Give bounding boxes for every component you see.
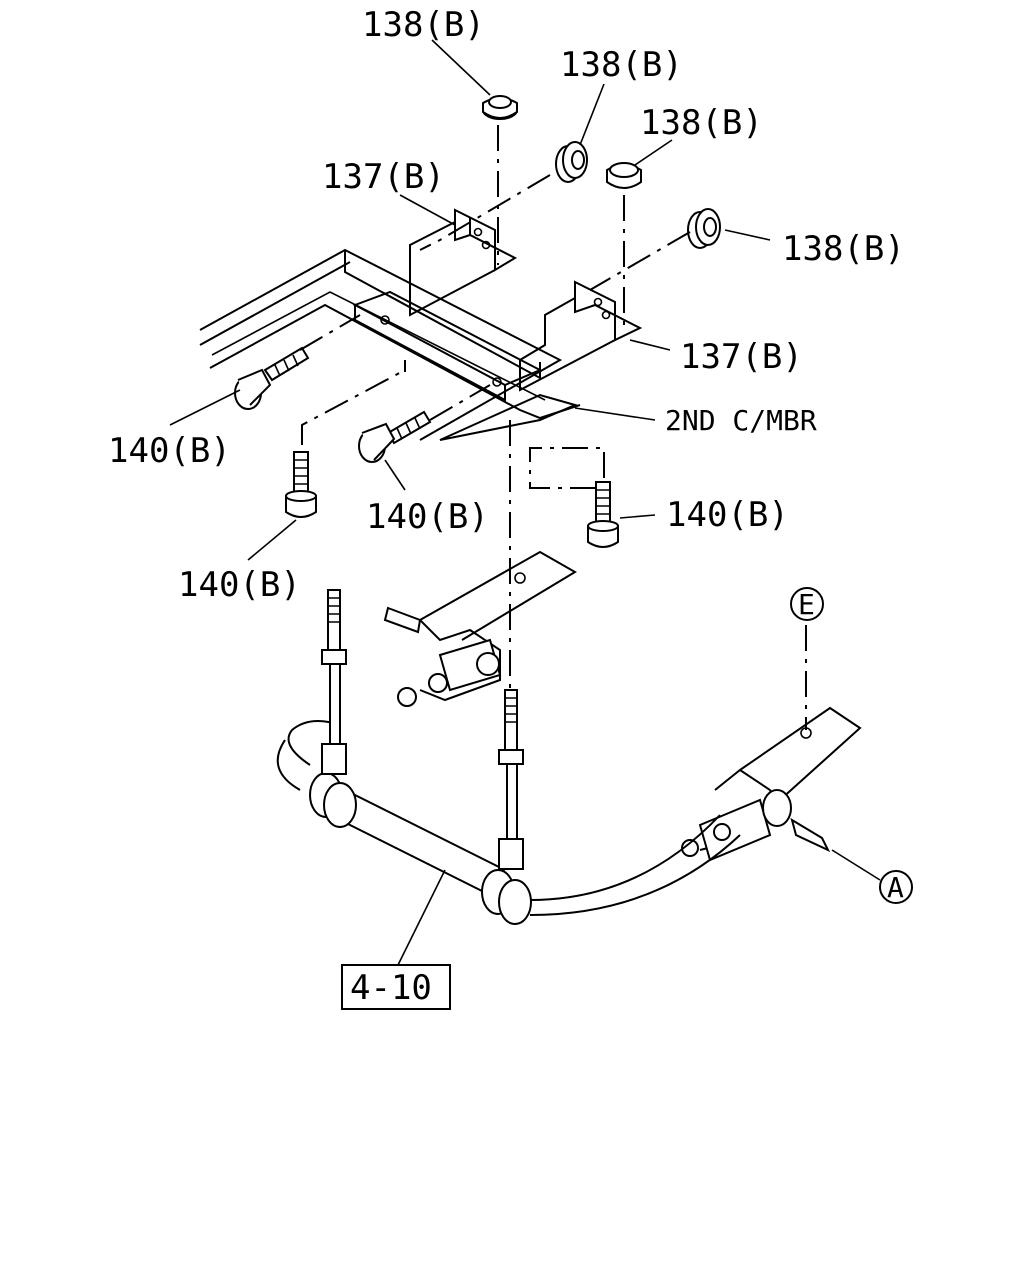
label-crossmember: 2ND C/MBR bbox=[665, 404, 817, 437]
reference-e-letter: E bbox=[798, 588, 815, 621]
label-138-right: 138(B) bbox=[640, 103, 763, 143]
label-138-mid: 138(B) bbox=[560, 45, 683, 85]
label-140-bottom: 140(B) bbox=[178, 565, 301, 605]
nut-138-far bbox=[687, 208, 721, 249]
reference-a: A bbox=[879, 870, 913, 904]
reference-box-label: 4-10 bbox=[350, 968, 432, 1008]
label-138-top: 138(B) bbox=[362, 5, 485, 45]
label-137-left: 137(B) bbox=[322, 157, 445, 197]
reference-a-letter: A bbox=[887, 871, 904, 904]
nut-138-top bbox=[482, 95, 518, 120]
label-137-right: 137(B) bbox=[680, 337, 803, 377]
reference-box: 4-10 bbox=[341, 964, 451, 1010]
bolt-140-center-horizontal bbox=[358, 410, 432, 463]
frame-rails bbox=[199, 248, 581, 441]
stabilizer-link-center bbox=[498, 689, 524, 870]
second-crossmember bbox=[352, 290, 543, 402]
reference-e: E bbox=[790, 587, 824, 621]
assembly-lines bbox=[299, 125, 807, 730]
bracket-137-right bbox=[519, 280, 643, 392]
leader-lines bbox=[169, 39, 881, 966]
nut-138-mid bbox=[555, 141, 588, 183]
right-spring-hanger bbox=[681, 706, 862, 862]
bolt-140-left-horizontal bbox=[234, 346, 310, 410]
nut-138-right bbox=[606, 162, 642, 189]
label-138-far: 138(B) bbox=[782, 229, 905, 269]
bolt-140-left-vertical bbox=[285, 451, 317, 518]
label-140-center: 140(B) bbox=[366, 497, 489, 537]
left-spring-hanger bbox=[383, 550, 577, 707]
bolt-140-right-vertical bbox=[587, 481, 619, 548]
label-140-left: 140(B) bbox=[108, 431, 231, 471]
stabilizer-link-left bbox=[321, 589, 347, 775]
stabilizer-bar bbox=[276, 720, 741, 925]
label-140-right: 140(B) bbox=[666, 495, 789, 535]
